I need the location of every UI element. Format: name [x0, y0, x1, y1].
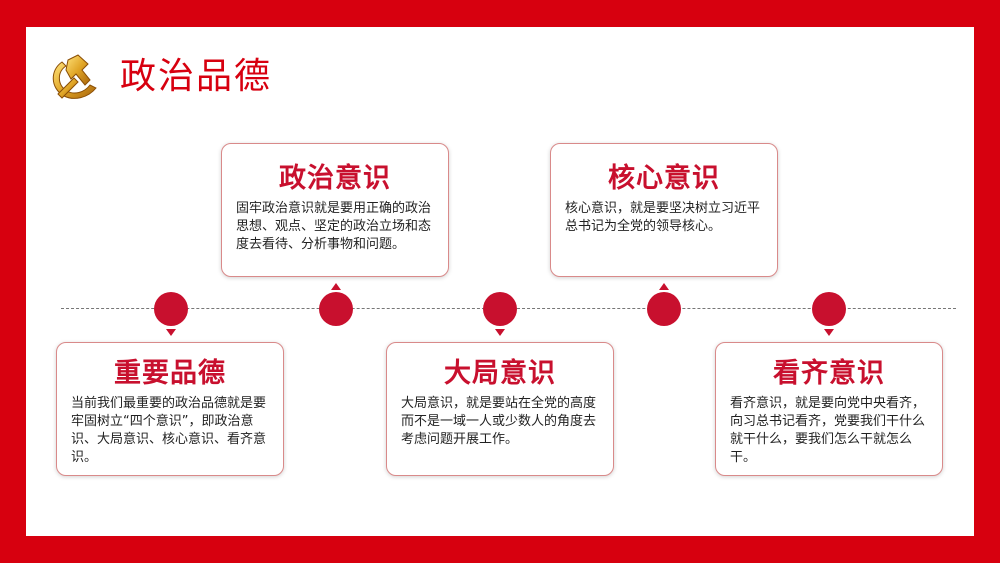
- card-body: 当前我们最重要的政治品德就是要牢固树立“四个意识”，即政治意识、大局意识、核心意…: [71, 396, 267, 465]
- timeline-node-4: [647, 292, 681, 326]
- timeline-node-3: [483, 292, 517, 326]
- card-core-awareness: 核心意识 核心意识，就是要坚决树立习近平总书记为全党的领导核心。: [550, 143, 778, 277]
- timeline-node-2: [319, 292, 353, 326]
- pointer-down-icon: [166, 329, 176, 336]
- card-heading: 核心意识: [608, 163, 720, 194]
- pointer-down-icon: [495, 329, 505, 336]
- pointer-up-icon: [331, 283, 341, 290]
- card-body: 核心意识，就是要坚决树立习近平总书记为全党的领导核心。: [565, 201, 761, 234]
- card-important-virtue: 重要品德 当前我们最重要的政治品德就是要牢固树立“四个意识”，即政治意识、大局意…: [56, 342, 284, 476]
- card-alignment-awareness: 看齐意识 看齐意识，就是要向党中央看齐，向习总书记看齐，党要我们干什么就干什么，…: [715, 342, 943, 476]
- party-emblem-icon: [52, 54, 97, 99]
- card-overall-awareness: 大局意识 大局意识，就是要站在全党的高度而不是一域一人或少数人的角度去考虑问题开…: [386, 342, 614, 476]
- card-heading: 重要品德: [114, 358, 226, 389]
- pointer-down-icon: [824, 329, 834, 336]
- card-body: 看齐意识，就是要向党中央看齐，向习总书记看齐，党要我们干什么就干什么，要我们怎么…: [730, 396, 926, 465]
- card-heading: 大局意识: [444, 358, 556, 389]
- slide-canvas: 政治品德 政治意识 固牢政治意识就是要用正确的政治思想、观点、坚定的政治立场和态…: [26, 27, 974, 536]
- timeline-node-5: [812, 292, 846, 326]
- card-body: 固牢政治意识就是要用正确的政治思想、观点、坚定的政治立场和态度去看待、分析事物和…: [236, 201, 432, 252]
- timeline-node-1: [154, 292, 188, 326]
- card-body: 大局意识，就是要站在全党的高度而不是一域一人或少数人的角度去考虑问题开展工作。: [401, 396, 597, 447]
- pointer-up-icon: [659, 283, 669, 290]
- card-heading: 看齐意识: [773, 358, 885, 389]
- page-title: 政治品德: [120, 56, 273, 97]
- card-political-awareness: 政治意识 固牢政治意识就是要用正确的政治思想、观点、坚定的政治立场和态度去看待、…: [221, 143, 449, 277]
- card-heading: 政治意识: [279, 163, 391, 194]
